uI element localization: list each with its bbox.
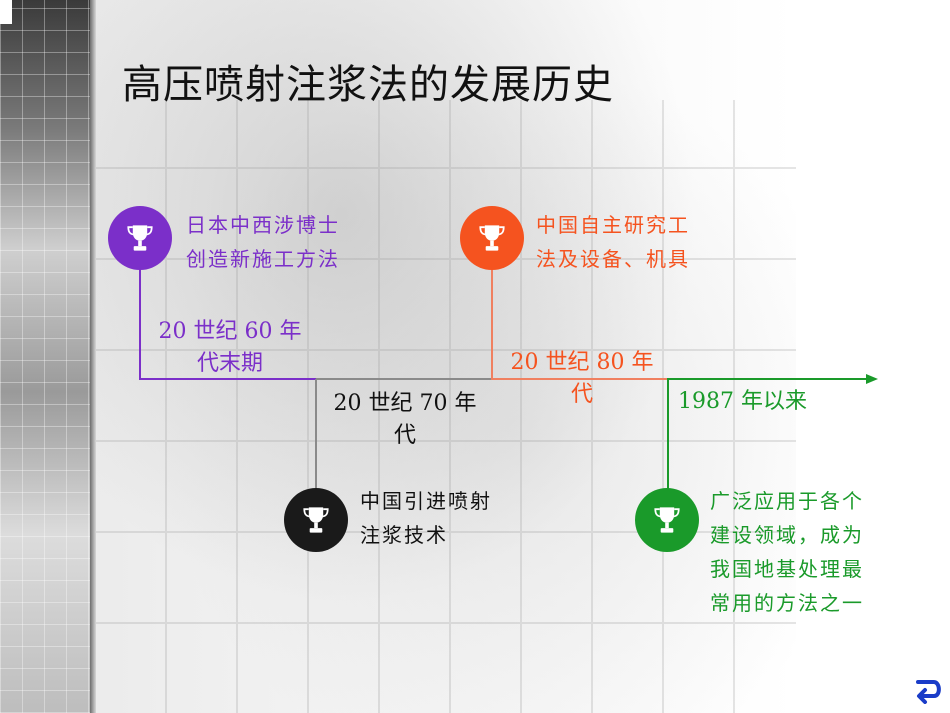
milestone-1-era: 20 世纪 60 年 代末期 [150,316,310,380]
milestone-2-desc-line-1: 中国引进喷射 [360,489,492,513]
return-button[interactable] [914,674,944,704]
milestone-2-badge [284,488,348,552]
milestone-2-era: 20 世纪 70 年 代 [325,388,485,452]
milestone-3-era-line-2: 代 [570,382,593,407]
milestone-3-era-line-1: 20 世纪 80 年 [510,350,654,375]
return-arrow-icon [916,680,941,704]
milestone-3-desc-line-2: 法及设备、机具 [536,247,690,271]
milestone-3-desc-line-1: 中国自主研究工 [536,213,690,237]
connector-1 [139,262,141,379]
milestone-1-era-line-1: 20 世纪 60 年 [158,319,302,344]
connector-2 [315,379,317,489]
milestone-2-era-line-1: 20 世纪 70 年 [333,391,477,416]
trophy-icon [303,507,329,533]
timeline-segment-3 [491,378,667,380]
connector-3 [491,262,493,379]
milestone-3-description: 中国自主研究工 法及设备、机具 [536,208,690,276]
milestone-4-desc-line-1: 广泛应用于各个 [710,489,864,513]
milestone-2-description: 中国引进喷射 注浆技术 [360,484,492,552]
milestone-4-description: 广泛应用于各个 建设领域，成为 我国地基处理最 常用的方法之一 [710,484,864,620]
milestone-2-era-line-2: 代 [393,423,416,448]
trophy-icon [127,225,153,251]
milestone-3-era: 20 世纪 80 年 代 [502,347,662,411]
timeline-arrow-icon [866,374,878,384]
milestone-1-era-line-2: 代末期 [196,351,263,376]
timeline-segment-1 [139,378,316,380]
milestone-1-desc-line-2: 创造新施工方法 [186,247,340,271]
milestone-1-badge [108,206,172,270]
trophy-icon [654,507,680,533]
milestone-4-badge [635,488,699,552]
milestone-4-desc-line-2: 建设领域，成为 [710,523,864,547]
milestone-4-era-line-1: 1987 年以来 [678,389,807,414]
milestone-2-desc-line-2: 注浆技术 [360,523,448,547]
connector-4 [667,379,669,489]
trophy-icon [479,225,505,251]
timeline-segment-4 [667,378,867,380]
milestone-4-desc-line-4: 常用的方法之一 [710,591,864,615]
decorative-photo-strip [0,0,92,713]
milestone-3-badge [460,206,524,270]
background-blueprint [96,0,796,713]
milestone-1-desc-line-1: 日本中西涉博士 [186,213,340,237]
photo-strip-edge [90,0,96,713]
milestone-4-desc-line-3: 我国地基处理最 [710,557,864,581]
background-grid [96,100,796,713]
timeline-segment-2 [316,378,491,380]
milestone-4-era: 1987 年以来 [678,386,838,418]
corner-tab [0,0,12,24]
slide-title: 高压喷射注浆法的发展历史 [122,62,614,108]
milestone-1-description: 日本中西涉博士 创造新施工方法 [186,208,340,276]
